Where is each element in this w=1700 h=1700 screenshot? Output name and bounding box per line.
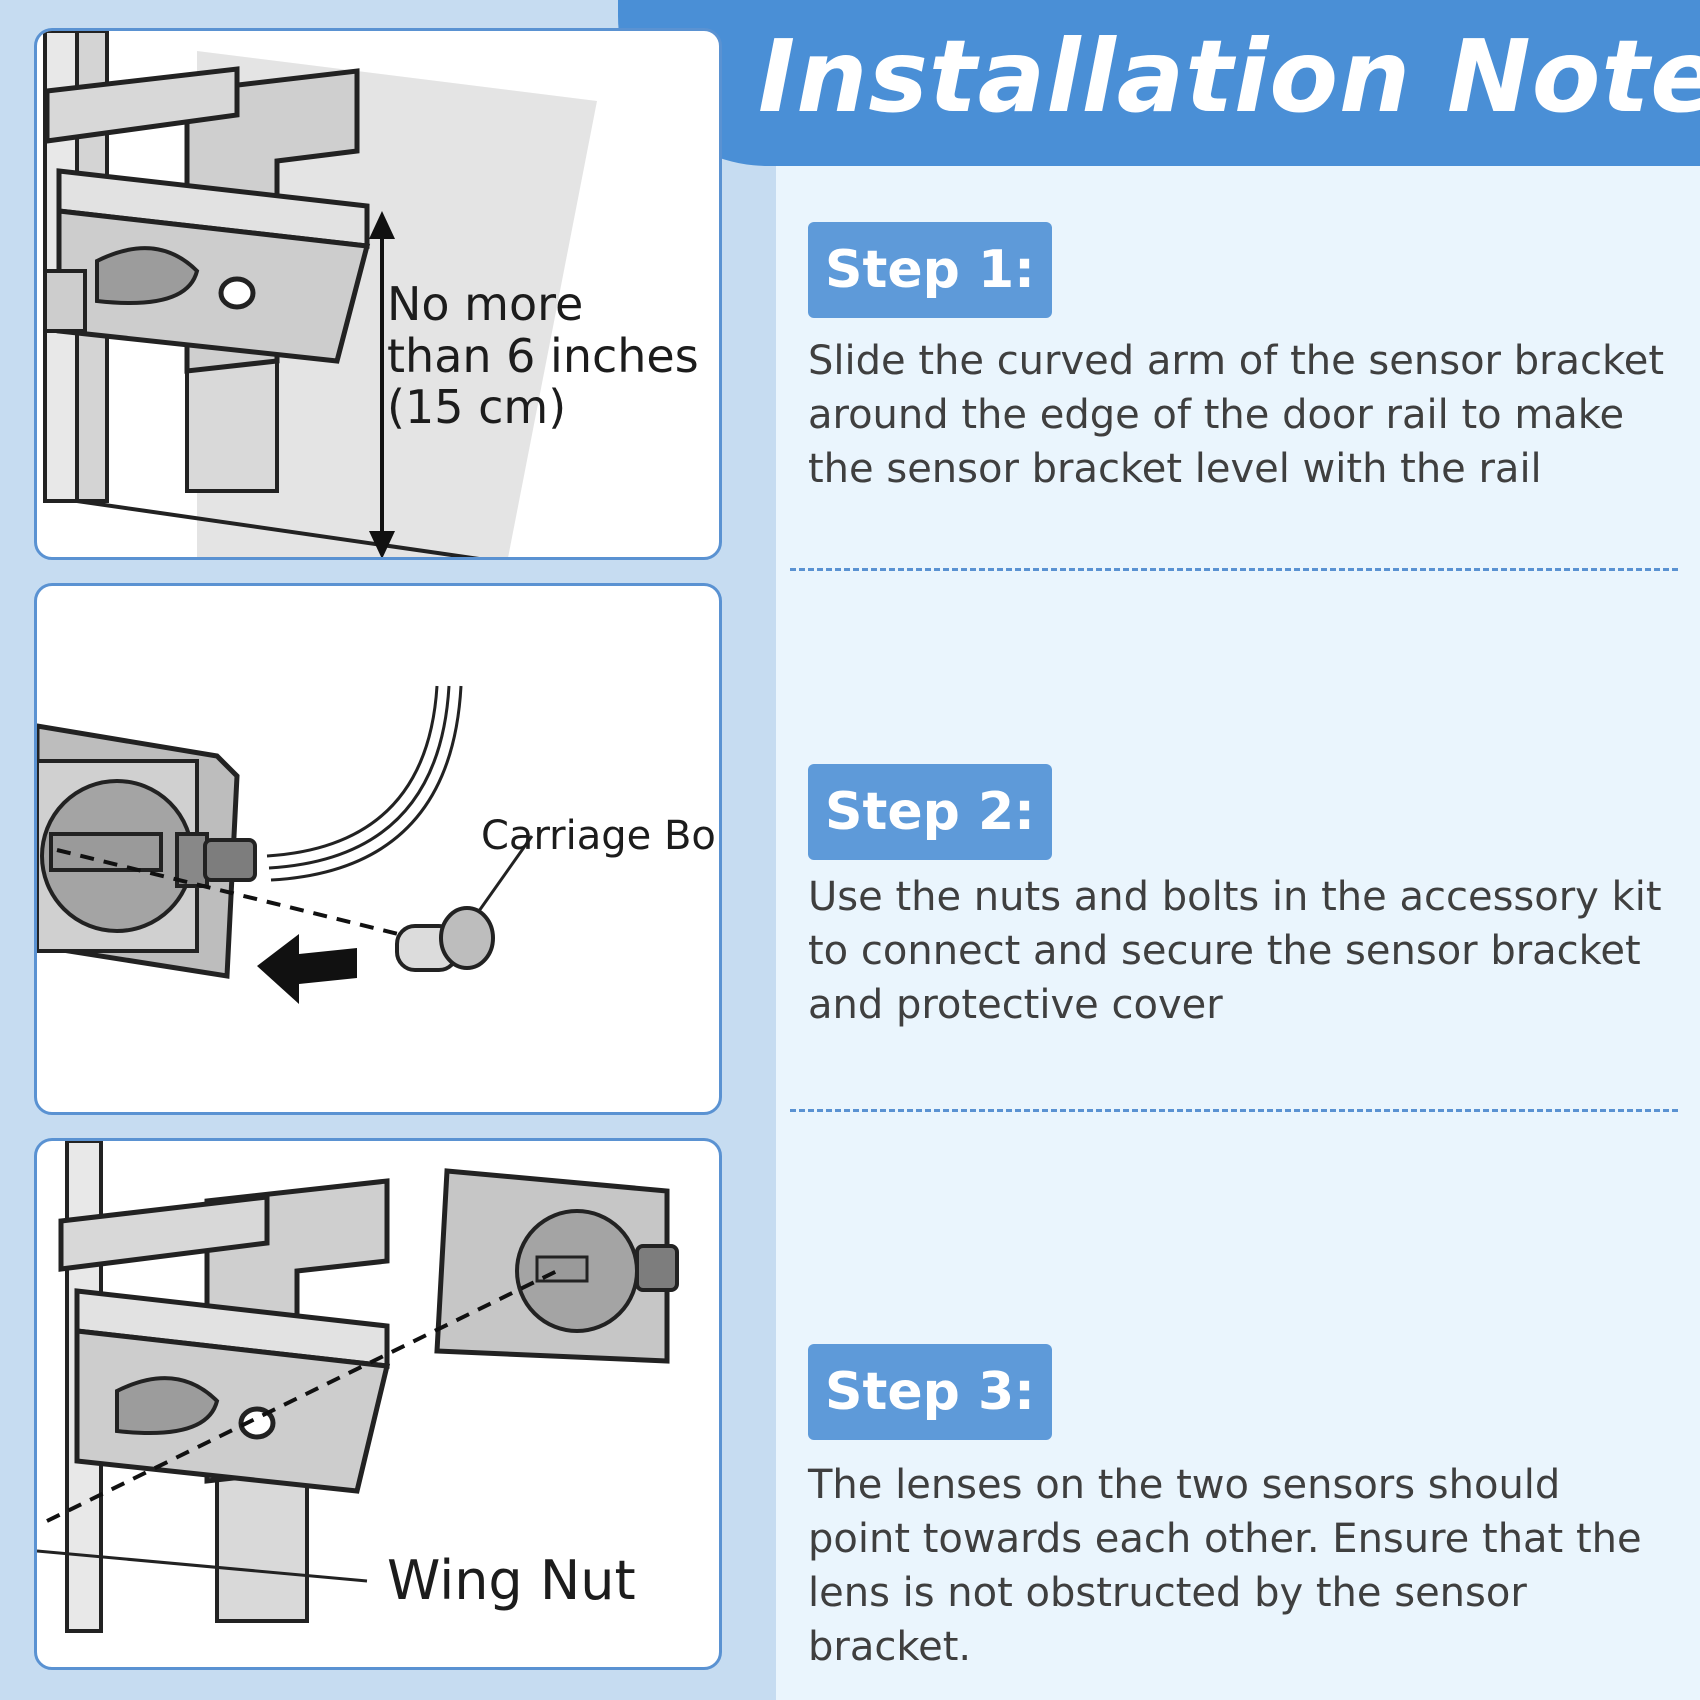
illustration-panel-2: Carriage Bolt <box>34 583 722 1115</box>
step-2-text: Use the nuts and bolts in the accessory … <box>808 874 1662 1028</box>
wing-nut-label: Wing Nut <box>387 1549 636 1612</box>
bracket-on-rail-illustration <box>43 31 597 557</box>
step-3-badge: Step 3: <box>808 1344 1052 1440</box>
step-2-badge: Step 2: <box>808 764 1052 860</box>
page-title: Installation Notes <box>758 18 1700 135</box>
step-divider-1 <box>790 568 1678 571</box>
assembly-wing-nut-illustration <box>37 1141 679 1633</box>
title-banner: Installation Notes <box>618 0 1700 166</box>
step-divider-2 <box>790 1109 1678 1112</box>
illustration-panel-3: Wing Nut <box>34 1138 722 1670</box>
step-1-badge: Step 1: <box>808 222 1052 318</box>
sensor-bolt-illustration <box>37 685 534 1004</box>
carriage-bolt-label: Carriage Bolt <box>481 813 722 859</box>
step-1-text: Slide the curved arm of the sensor brack… <box>808 338 1665 492</box>
step-3-text: The lenses on the two sensors should poi… <box>808 1462 1642 1670</box>
